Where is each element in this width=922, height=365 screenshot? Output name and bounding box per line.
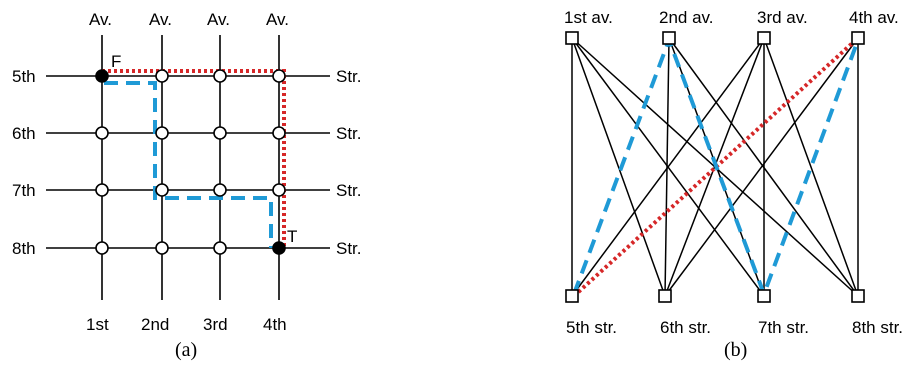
intersection-node bbox=[155, 126, 169, 140]
street-label-6th: 6th bbox=[12, 124, 36, 143]
blue-dashed-route bbox=[104, 81, 273, 248]
node-5th-str bbox=[565, 289, 579, 303]
street-right-label: Str. bbox=[336, 181, 362, 200]
avenue-label-3rd: 3rd bbox=[203, 315, 228, 334]
avenue-top-label: Av. bbox=[89, 10, 112, 29]
label-5th-str: 5th str. bbox=[566, 318, 617, 337]
avenue-top-label: Av. bbox=[149, 10, 172, 29]
red-dotted-edge bbox=[572, 36, 860, 298]
intersection-node bbox=[95, 126, 109, 140]
avenue-label-4th: 4th bbox=[263, 315, 287, 334]
label-8th-str: 8th str. bbox=[852, 318, 903, 337]
start-node-filled bbox=[95, 69, 109, 83]
street-right-label: Str. bbox=[336, 67, 362, 86]
street-label-7th: 7th bbox=[12, 181, 36, 200]
label-4th-av: 4th av. bbox=[849, 8, 899, 27]
blue-dashed-zigzag bbox=[572, 34, 860, 300]
intersection-node bbox=[213, 241, 227, 255]
node-4th-av bbox=[851, 31, 865, 45]
street-label-8th: 8th bbox=[12, 239, 36, 258]
avenue-label-1st: 1st bbox=[86, 315, 109, 334]
intersection-node bbox=[155, 241, 169, 255]
panel-b-caption: (b) bbox=[724, 339, 747, 361]
end-label: T bbox=[287, 227, 297, 246]
label-7th-str: 7th str. bbox=[758, 318, 809, 337]
panel-a-grid bbox=[46, 35, 330, 300]
intersection-node bbox=[272, 126, 286, 140]
intersection-node bbox=[155, 183, 169, 197]
panel-a-caption: (a) bbox=[175, 339, 197, 361]
node-8th-str bbox=[851, 289, 865, 303]
intersection-node bbox=[213, 126, 227, 140]
street-label-5th: 5th bbox=[12, 67, 36, 86]
intersection-node bbox=[272, 69, 286, 83]
end-node-filled bbox=[272, 241, 286, 255]
label-1st-av: 1st av. bbox=[564, 8, 613, 27]
label-3rd-av: 3rd av. bbox=[757, 8, 808, 27]
intersection-node bbox=[213, 183, 227, 197]
start-label: F bbox=[111, 52, 121, 71]
avenue-label-2nd: 2nd bbox=[141, 315, 169, 334]
intersection-node bbox=[95, 241, 109, 255]
intersection-node bbox=[272, 183, 286, 197]
node-6th-str bbox=[658, 289, 672, 303]
intersection-node bbox=[95, 183, 109, 197]
intersection-node bbox=[155, 69, 169, 83]
node-3rd-av bbox=[757, 31, 771, 45]
avenue-top-label: Av. bbox=[207, 10, 230, 29]
street-right-label: Str. bbox=[336, 239, 362, 258]
node-7th-str bbox=[757, 289, 771, 303]
avenue-top-label: Av. bbox=[266, 10, 289, 29]
node-2nd-av bbox=[662, 31, 676, 45]
intersection-node bbox=[213, 69, 227, 83]
red-dotted-route bbox=[102, 69, 286, 248]
label-2nd-av: 2nd av. bbox=[659, 8, 714, 27]
street-right-label: Str. bbox=[336, 124, 362, 143]
label-6th-str: 6th str. bbox=[660, 318, 711, 337]
node-1st-av bbox=[565, 31, 579, 45]
intersection-nodes bbox=[95, 69, 286, 255]
